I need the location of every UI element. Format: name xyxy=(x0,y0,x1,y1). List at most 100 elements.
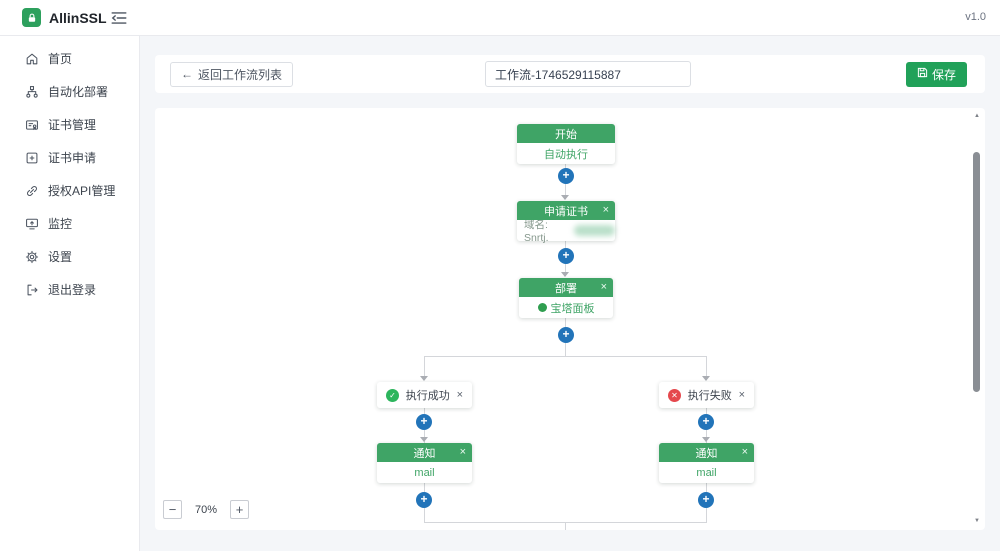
settings-icon xyxy=(25,250,39,264)
add-node-button[interactable]: + xyxy=(558,248,574,264)
connector-arrow xyxy=(420,437,428,442)
close-icon[interactable]: × xyxy=(602,204,609,216)
workflow-canvas[interactable]: + + + + + + + 开始 自动执行 申请证书 × 域名: Snrtj. xyxy=(155,108,985,530)
node-start-title: 开始 xyxy=(555,128,577,141)
node-notify-success-header: 通知 × xyxy=(377,443,472,462)
zoom-level: 70% xyxy=(195,503,218,516)
success-check-icon: ✓ xyxy=(386,388,399,402)
close-icon[interactable]: × xyxy=(600,281,607,293)
node-start-body: 自动执行 xyxy=(544,148,588,161)
add-node-button[interactable]: + xyxy=(558,327,574,343)
sidebar-item-auto-deploy[interactable]: 自动化部署 xyxy=(0,75,139,108)
add-node-button[interactable]: + xyxy=(698,414,714,430)
arrow-left-icon: ← xyxy=(181,67,193,81)
home-icon xyxy=(25,52,39,66)
node-apply-cert-title: 申请证书 xyxy=(544,205,588,218)
connector-line xyxy=(424,356,425,378)
node-notify-success-body: mail xyxy=(414,466,435,479)
back-to-workflow-list-button[interactable]: ← 返回工作流列表 xyxy=(170,61,294,87)
monitor-icon xyxy=(25,217,39,231)
sidebar-item-monitor[interactable]: 监控 xyxy=(0,207,139,240)
branch-fail-card[interactable]: ✕ 执行失败 × xyxy=(659,382,754,408)
sidebar-item-label: 证书申请 xyxy=(48,151,97,165)
lock-logo-icon xyxy=(22,8,41,27)
node-deploy-body: 宝塔面板 xyxy=(519,297,613,318)
zoom-controls: − 70% + xyxy=(163,500,250,519)
sidebar-item-label: 监控 xyxy=(48,217,73,231)
error-cross-icon: ✕ xyxy=(668,388,681,402)
menu-fold-icon[interactable] xyxy=(110,9,128,27)
node-start[interactable]: 开始 自动执行 xyxy=(517,124,615,164)
node-notify-fail-body: mail xyxy=(696,466,717,479)
sidebar-item-cert-apply[interactable]: 证书申请 xyxy=(0,141,139,174)
connector-line xyxy=(565,522,566,530)
back-button-label: 返回工作流列表 xyxy=(198,67,283,82)
workflow-name-input[interactable] xyxy=(485,61,691,87)
certificate-icon xyxy=(25,118,39,132)
sidebar-item-logout[interactable]: 退出登录 xyxy=(0,273,139,306)
connector-line xyxy=(706,356,707,378)
node-deploy-title: 部署 xyxy=(555,282,577,295)
deploy-icon xyxy=(25,85,39,99)
connector-arrow xyxy=(702,437,710,442)
connector-arrow xyxy=(561,195,569,200)
node-start-header: 开始 xyxy=(517,124,615,143)
main-content: ← 返回工作流列表 保存 + + + + + + xyxy=(140,36,1000,551)
branch-success-label: 执行成功 xyxy=(405,390,450,402)
scroll-up-icon[interactable]: ▲ xyxy=(974,113,980,119)
sidebar-item-label: 设置 xyxy=(48,250,73,264)
scrollbar-thumb[interactable] xyxy=(973,152,980,392)
save-button[interactable]: 保存 xyxy=(905,61,967,87)
sidebar-item-label: 自动化部署 xyxy=(48,85,109,99)
connector-arrow xyxy=(702,376,710,381)
sidebar-item-settings[interactable]: 设置 xyxy=(0,240,139,273)
branch-fail-label: 执行失败 xyxy=(687,390,732,402)
node-apply-cert[interactable]: 申请证书 × 域名: Snrtj. xyxy=(517,201,615,244)
node-notify-fail-title: 通知 xyxy=(695,447,718,460)
close-icon[interactable]: × xyxy=(738,389,745,401)
sidebar-item-label: 证书管理 xyxy=(48,118,97,132)
add-node-button[interactable]: + xyxy=(558,168,574,184)
node-apply-cert-header: 申请证书 × xyxy=(517,201,615,220)
node-deploy-header: 部署 × xyxy=(519,278,613,297)
sidebar-item-cert-manage[interactable]: 证书管理 xyxy=(0,108,139,141)
connector-arrow xyxy=(561,272,569,277)
sidebar-item-home[interactable]: 首页 xyxy=(0,42,139,75)
node-notify-success-title: 通知 xyxy=(413,447,436,460)
close-icon[interactable]: × xyxy=(459,446,466,458)
close-icon[interactable]: × xyxy=(456,389,463,401)
sidebar-item-label: 授权API管理 xyxy=(48,184,116,198)
sidebar-item-label: 退出登录 xyxy=(48,283,97,297)
baota-panel-icon xyxy=(537,303,547,312)
app-title: AllinSSL xyxy=(49,9,107,26)
branch-success-card[interactable]: ✓ 执行成功 × xyxy=(377,382,472,408)
node-notify-fail-header: 通知 × xyxy=(659,443,754,462)
connector-arrow xyxy=(420,376,428,381)
certificate-apply-icon xyxy=(25,151,39,165)
add-node-button[interactable]: + xyxy=(416,414,432,430)
domain-label: 域名: Snrtj. xyxy=(524,219,549,244)
logout-icon xyxy=(25,283,39,297)
node-notify-fail[interactable]: 通知 × mail xyxy=(659,443,754,483)
save-button-label: 保存 xyxy=(931,67,956,82)
add-node-button[interactable]: + xyxy=(698,492,714,508)
zoom-in-button[interactable]: + xyxy=(230,500,250,519)
node-deploy[interactable]: 部署 × 宝塔面板 xyxy=(519,278,613,318)
api-auth-icon xyxy=(25,184,39,198)
workflow-toolbar: ← 返回工作流列表 保存 xyxy=(155,55,985,93)
canvas-scrollbar[interactable]: ▲ ▼ xyxy=(972,110,982,528)
sidebar-nav: 首页 自动化部署 证书管理 证书申请 授权API管理 监控 设置 退出登录 xyxy=(0,36,140,551)
add-node-button[interactable]: + xyxy=(416,492,432,508)
connector-line xyxy=(424,356,707,357)
app-logo: AllinSSL xyxy=(22,8,107,27)
save-icon xyxy=(917,67,928,81)
node-apply-cert-body: 域名: Snrtj. xyxy=(517,219,615,244)
scroll-down-icon[interactable]: ▼ xyxy=(974,518,980,524)
sidebar-item-api-auth[interactable]: 授权API管理 xyxy=(0,174,139,207)
node-notify-success[interactable]: 通知 × mail xyxy=(377,443,472,483)
domain-redacted-blur xyxy=(573,225,615,236)
zoom-out-button[interactable]: − xyxy=(163,500,182,519)
app-version: v1.0 xyxy=(965,11,986,23)
close-icon[interactable]: × xyxy=(741,446,748,458)
deploy-target-label: 宝塔面板 xyxy=(550,302,595,315)
